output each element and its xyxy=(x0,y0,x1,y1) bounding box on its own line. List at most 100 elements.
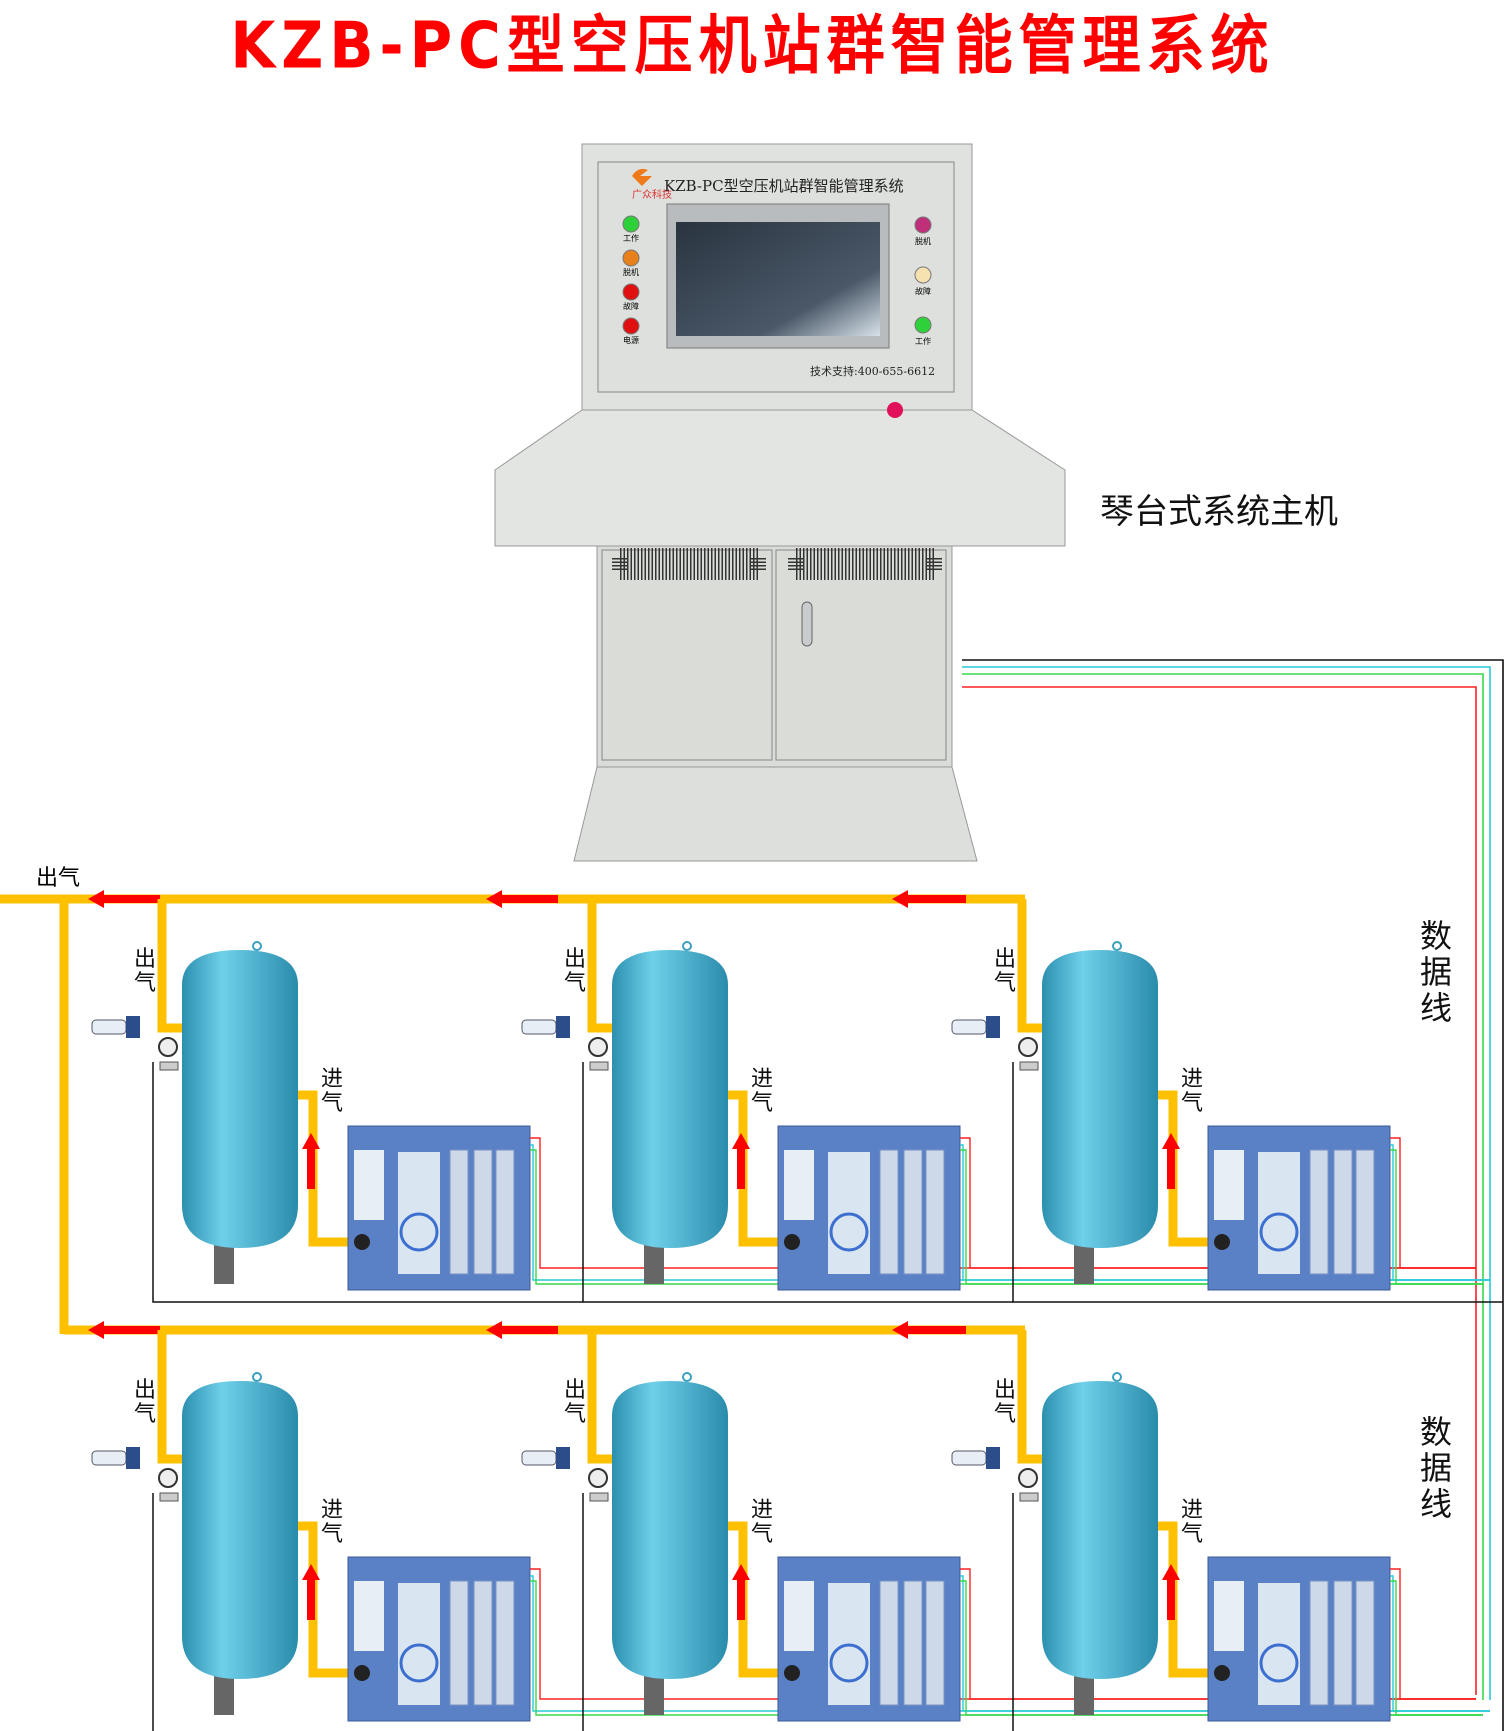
compressor-unit xyxy=(521,899,1490,1303)
tank-inlet-label: 进气 xyxy=(750,1067,773,1116)
compressor-unit xyxy=(951,899,1503,1303)
compressor-panel xyxy=(879,1580,899,1706)
air-tank xyxy=(612,1381,728,1679)
main-outlet-label: 出气 xyxy=(36,866,81,891)
gauge-fitting xyxy=(589,1061,609,1071)
valve-flange xyxy=(126,1016,140,1038)
tank-lifting-lug xyxy=(1112,1372,1122,1382)
valve-flange xyxy=(986,1016,1000,1038)
flow-arrow-icon xyxy=(892,890,966,908)
control-panel xyxy=(1214,1581,1244,1651)
pressure-gauge-icon xyxy=(1018,1037,1038,1057)
indicator-lamp xyxy=(622,249,640,267)
compressor-panel xyxy=(1355,1580,1375,1706)
cabinet-handle[interactable] xyxy=(801,601,813,647)
tank-inlet-label: 进气 xyxy=(320,1067,343,1116)
pressure-gauge-icon xyxy=(588,1468,608,1488)
cooling-fan-icon xyxy=(829,1212,869,1252)
data-cable-red xyxy=(1390,1568,1476,1700)
tank-leg xyxy=(214,1240,234,1284)
air-tank xyxy=(1042,1381,1158,1679)
tank-outlet-label: 出气 xyxy=(993,947,1016,996)
signal-line xyxy=(582,1493,584,1731)
tank-leg xyxy=(644,1671,664,1715)
touch-screen[interactable] xyxy=(676,222,880,336)
compressor-panel xyxy=(925,1580,945,1706)
pressure-gauge-icon xyxy=(158,1468,178,1488)
tank-lifting-lug xyxy=(252,941,262,951)
air-tank xyxy=(182,1381,298,1679)
tank-leg xyxy=(1074,1240,1094,1284)
inlet-flow-arrow-icon xyxy=(1162,1133,1180,1189)
lamp-label: 电源 xyxy=(623,335,639,345)
control-panel xyxy=(784,1581,814,1651)
data-cable-cyan xyxy=(1390,1144,1490,1281)
emergency-stop-button[interactable] xyxy=(887,402,903,418)
console-desk xyxy=(494,409,1066,547)
compressor-inlet xyxy=(784,1234,800,1250)
valve-flange xyxy=(556,1447,570,1469)
data-cable-red xyxy=(1390,1137,1476,1269)
ball-valve-icon xyxy=(91,1019,127,1035)
lamp-label: 故障 xyxy=(623,301,639,311)
air-tank xyxy=(182,950,298,1248)
signal-line xyxy=(152,1062,583,1303)
cabinet-door-right xyxy=(775,549,947,761)
cooling-fan-icon xyxy=(829,1643,869,1683)
compressor-panel xyxy=(903,1580,923,1706)
data-line-label-1: 数据线 xyxy=(1419,917,1452,1027)
inlet-flow-arrow-icon xyxy=(732,1133,750,1189)
indicator-lamp xyxy=(622,317,640,335)
control-panel xyxy=(1214,1150,1244,1220)
inlet-flow-arrow-icon xyxy=(732,1564,750,1620)
outlet-branch-pipe xyxy=(157,1330,182,1464)
tank-inlet-label: 进气 xyxy=(750,1498,773,1547)
tank-outlet-label: 出气 xyxy=(993,1378,1016,1427)
gauge-fitting xyxy=(1019,1492,1039,1502)
compressor-panel xyxy=(925,1149,945,1275)
lamp-label: 脱机 xyxy=(623,267,639,277)
outlet-branch-pipe xyxy=(1017,1330,1042,1464)
tank-inlet-label: 进气 xyxy=(1180,1498,1203,1547)
compressor-panel xyxy=(473,1149,493,1275)
compressor-panel xyxy=(449,1149,469,1275)
indicator-lamp xyxy=(914,316,932,334)
gauge-fitting xyxy=(589,1492,609,1502)
indicator-lamp xyxy=(622,215,640,233)
cooling-fan-icon xyxy=(1259,1212,1299,1252)
tank-lifting-lug xyxy=(252,1372,262,1382)
compressor-panel xyxy=(449,1580,469,1706)
pressure-gauge-icon xyxy=(158,1037,178,1057)
control-panel xyxy=(354,1150,384,1220)
tank-outlet-label: 出气 xyxy=(133,947,156,996)
valve-flange xyxy=(126,1447,140,1469)
flow-arrow-icon xyxy=(486,890,558,908)
flow-arrow-icon xyxy=(88,890,160,908)
data-cable-cyan xyxy=(1390,1575,1490,1712)
compressor-unit xyxy=(521,1330,1490,1731)
console-base xyxy=(573,766,978,862)
inlet-flow-arrow-icon xyxy=(302,1564,320,1620)
indicator-lamp xyxy=(914,266,932,284)
compressor-inlet xyxy=(1214,1234,1230,1250)
flow-arrow-icon xyxy=(88,1321,160,1339)
cooling-fan-icon xyxy=(399,1212,439,1252)
indicator-lamp xyxy=(914,216,932,234)
flow-arrow-icon xyxy=(892,1321,966,1339)
tank-leg xyxy=(644,1240,664,1284)
compressor-panel xyxy=(1333,1149,1353,1275)
lamp-label: 故障 xyxy=(915,286,931,296)
data-cable-green xyxy=(1390,1580,1483,1716)
gauge-fitting xyxy=(1019,1061,1039,1071)
gauge-fitting xyxy=(159,1492,179,1502)
support-phone: 技术支持:400-655-6612 xyxy=(810,364,935,378)
brand-logo-text: 广众科技 xyxy=(632,188,672,201)
compressor-panel xyxy=(473,1580,493,1706)
data-line-label-2: 数据线 xyxy=(1419,1413,1452,1523)
compressor-panel xyxy=(903,1149,923,1275)
outlet-branch-pipe xyxy=(1017,899,1042,1033)
compressor-panel xyxy=(1355,1149,1375,1275)
console-host: 广众科技 KZB-PC型空压机站群智能管理系统 技术支持:400-655-661… xyxy=(494,143,1066,862)
compressor-panel xyxy=(495,1580,515,1706)
ball-valve-icon xyxy=(951,1450,987,1466)
